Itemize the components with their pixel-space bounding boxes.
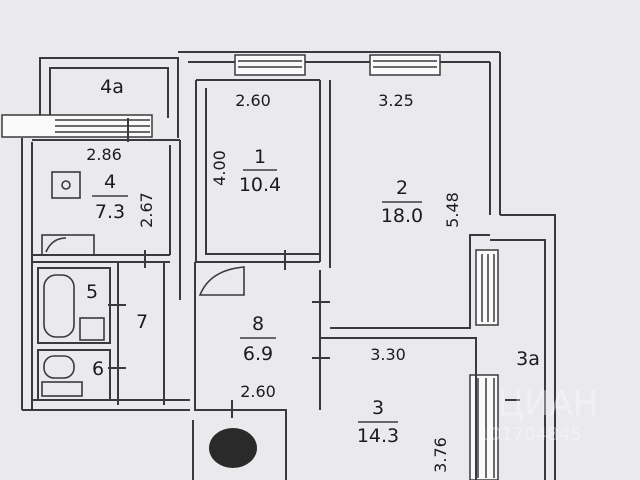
toilet-icon: [43, 355, 75, 379]
room-number: 8: [252, 313, 264, 335]
room-width: 2.86: [86, 145, 122, 164]
fixtures: [41, 171, 245, 397]
room-area: 14.3: [357, 425, 399, 447]
room-number: 7: [136, 311, 148, 333]
room-5: 5: [86, 281, 98, 303]
room-depth: 2.67: [137, 192, 156, 228]
room-number: 3: [372, 397, 384, 419]
interior-walls: [32, 79, 490, 480]
window-room-2: [369, 54, 441, 76]
room-width: 3.25: [378, 91, 414, 110]
door-marks: [108, 118, 520, 418]
room-width: 2.60: [235, 91, 271, 110]
room-4: 2.86 2.67 4 7.3: [86, 145, 156, 228]
room-8: 8 6.9 2.60: [240, 313, 276, 401]
room-1: 2.60 4.00 1 10.4: [210, 91, 281, 196]
redaction-mark: [209, 428, 257, 468]
room-number: 1: [254, 146, 266, 168]
door-swing-icon: [198, 266, 245, 296]
watermark-id: 101704845: [478, 424, 581, 445]
room-depth: 5.48: [443, 192, 462, 228]
watermark-text: ЦИАН: [498, 384, 599, 424]
room-number: 5: [86, 281, 98, 303]
windows: [1, 54, 499, 480]
room-area: 7.3: [95, 201, 125, 223]
room-depth: 3.76: [431, 437, 450, 473]
room-2: 3.25 5.48 2 18.0: [378, 91, 462, 228]
washbasin-icon: [79, 317, 105, 341]
balcony-4a: 4a: [100, 76, 124, 98]
room-number: 4: [104, 171, 116, 193]
balcony-label: 3a: [516, 348, 540, 370]
balcony-label: 4a: [100, 76, 124, 98]
watermark: ЦИАН 101704845: [478, 384, 598, 445]
wc-sink-icon: [41, 381, 83, 397]
bathtub-icon: [43, 274, 75, 338]
room-depth: 4.00: [210, 150, 229, 186]
window-room-1: [234, 54, 306, 76]
room-number: 6: [92, 358, 104, 380]
room-6: 6: [92, 358, 104, 380]
room-number: 2: [396, 177, 408, 199]
room-area: 18.0: [381, 205, 423, 227]
balcony-3a: 3a: [516, 348, 540, 370]
room-width: 3.30: [370, 345, 406, 364]
room-7: 7: [136, 311, 148, 333]
room-area: 10.4: [239, 174, 281, 196]
room-area: 6.9: [243, 343, 273, 365]
room-3: 3.30 3.76 3 14.3: [357, 345, 450, 473]
room-width: 2.60: [240, 382, 276, 401]
kitchen-sink-icon: [41, 234, 95, 256]
stove-icon: [51, 171, 81, 199]
